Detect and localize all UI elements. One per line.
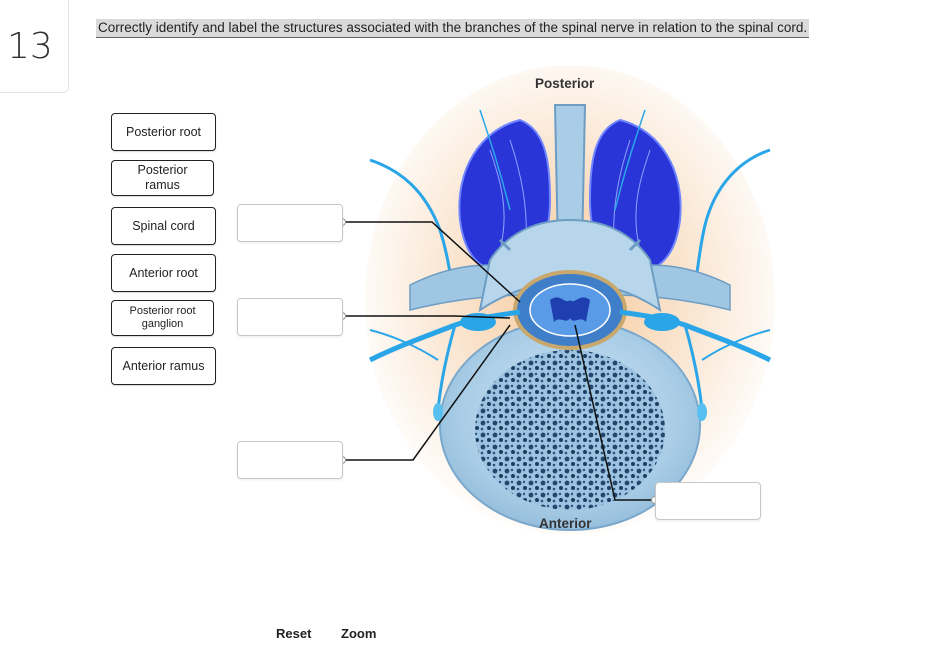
label-posterior-root[interactable]: Posterior root (111, 113, 216, 151)
anterior-label: Anterior (539, 516, 592, 531)
drop-target-1[interactable] (237, 204, 343, 242)
label-spinal-cord[interactable]: Spinal cord (111, 207, 216, 245)
label-posterior-root-ganglion[interactable]: Posterior root ganglion (111, 300, 214, 336)
drop-target-2[interactable] (237, 298, 343, 336)
label-anterior-ramus[interactable]: Anterior ramus (111, 347, 216, 385)
zoom-button[interactable]: Zoom (341, 626, 377, 641)
drop-target-3[interactable] (237, 441, 343, 479)
label-anterior-root[interactable]: Anterior root (111, 254, 216, 292)
question-prompt: Correctly identify and label the structu… (96, 19, 810, 38)
drop-target-4[interactable] (655, 482, 761, 520)
question-number-panel: 13 (0, 0, 69, 93)
posterior-label: Posterior (535, 76, 595, 91)
question-number: 13 (7, 26, 53, 67)
reset-button[interactable]: Reset (276, 626, 312, 641)
label-posterior-ramus[interactable]: Posterior ramus (111, 160, 214, 196)
